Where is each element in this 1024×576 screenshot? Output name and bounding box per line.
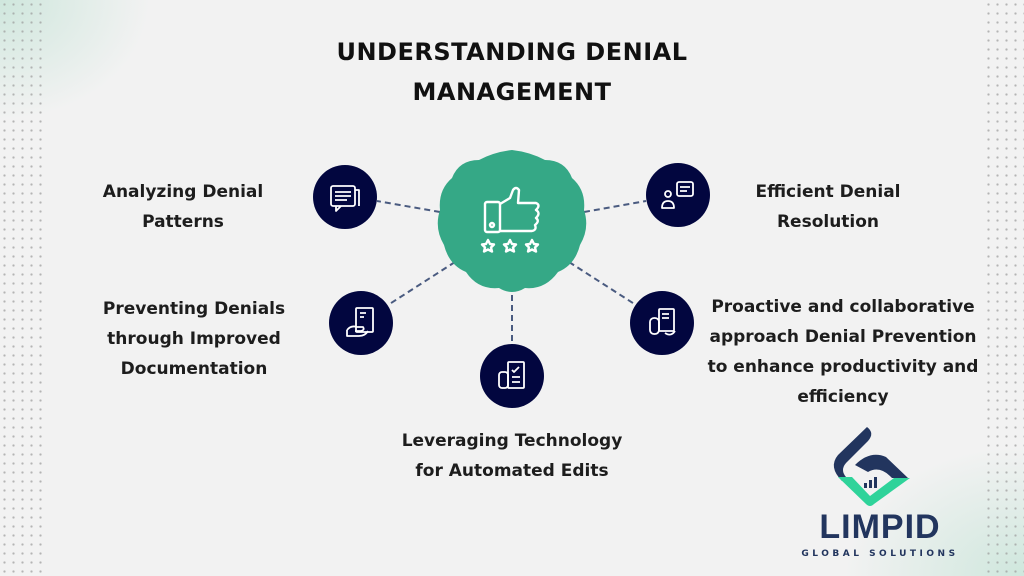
label-line: Preventing Denials: [102, 299, 286, 319]
document-refresh-icon: [649, 308, 676, 336]
connector-line: [568, 261, 637, 306]
center-badge: [437, 150, 587, 292]
node-label-leveraging-technology: Leveraging Technology for Automated Edit…: [387, 426, 637, 486]
node-label-preventing-denials: Preventing Denials through Improved Docu…: [94, 294, 294, 384]
node-circles: [313, 163, 710, 408]
label-line: for Automated Edits: [415, 461, 609, 481]
node-circle: [630, 291, 694, 355]
label-line: to enhance productivity and: [707, 357, 979, 377]
logo-wordmark: LIMPID: [819, 508, 941, 546]
label-line: approach Denial Prevention: [709, 327, 977, 347]
label-line: Leveraging Technology: [401, 431, 623, 451]
node-label-efficient-denial-resolution: Efficient Denial Resolution: [738, 177, 918, 237]
node-circle: [313, 165, 377, 229]
label-line: Documentation: [120, 359, 268, 379]
label-line: Proactive and collaborative: [711, 297, 975, 317]
chat-documents-icon: [330, 185, 360, 212]
node-label-analyzing-denial-patterns: Analyzing Denial Patterns: [93, 177, 273, 237]
label-line: Patterns: [142, 212, 224, 232]
logo-mark: [833, 427, 910, 506]
checklist-icon: [498, 361, 525, 389]
connectors: [376, 200, 647, 343]
connector-line: [387, 261, 456, 306]
title-line: UNDERSTANDING DENIAL: [336, 38, 688, 66]
connector-line: [583, 200, 647, 213]
logo-tagline: GLOBAL SOLUTIONS: [801, 549, 959, 559]
title-line: MANAGEMENT: [412, 78, 612, 106]
node-circle: [329, 291, 393, 355]
dot-pattern-right: [984, 0, 1024, 576]
thumbs-up-stars-icon: [480, 186, 540, 253]
company-logo: LIMPID GLOBAL SOLUTIONS: [780, 425, 980, 565]
label-line: Resolution: [776, 212, 880, 232]
hand-document-icon: [346, 307, 374, 337]
label-line: efficiency: [797, 387, 889, 407]
person-chat-icon: [661, 181, 694, 209]
node-label-proactive-approach: Proactive and collaborative approach Den…: [703, 292, 983, 412]
label-line: Analyzing Denial: [102, 182, 264, 202]
node-circle: [480, 344, 544, 408]
dot-pattern-left: [0, 0, 48, 576]
label-line: Efficient Denial: [755, 182, 901, 202]
page-title: UNDERSTANDING DENIAL MANAGEMENT: [262, 32, 762, 112]
connector-line: [376, 200, 441, 213]
label-line: through Improved: [107, 329, 281, 349]
